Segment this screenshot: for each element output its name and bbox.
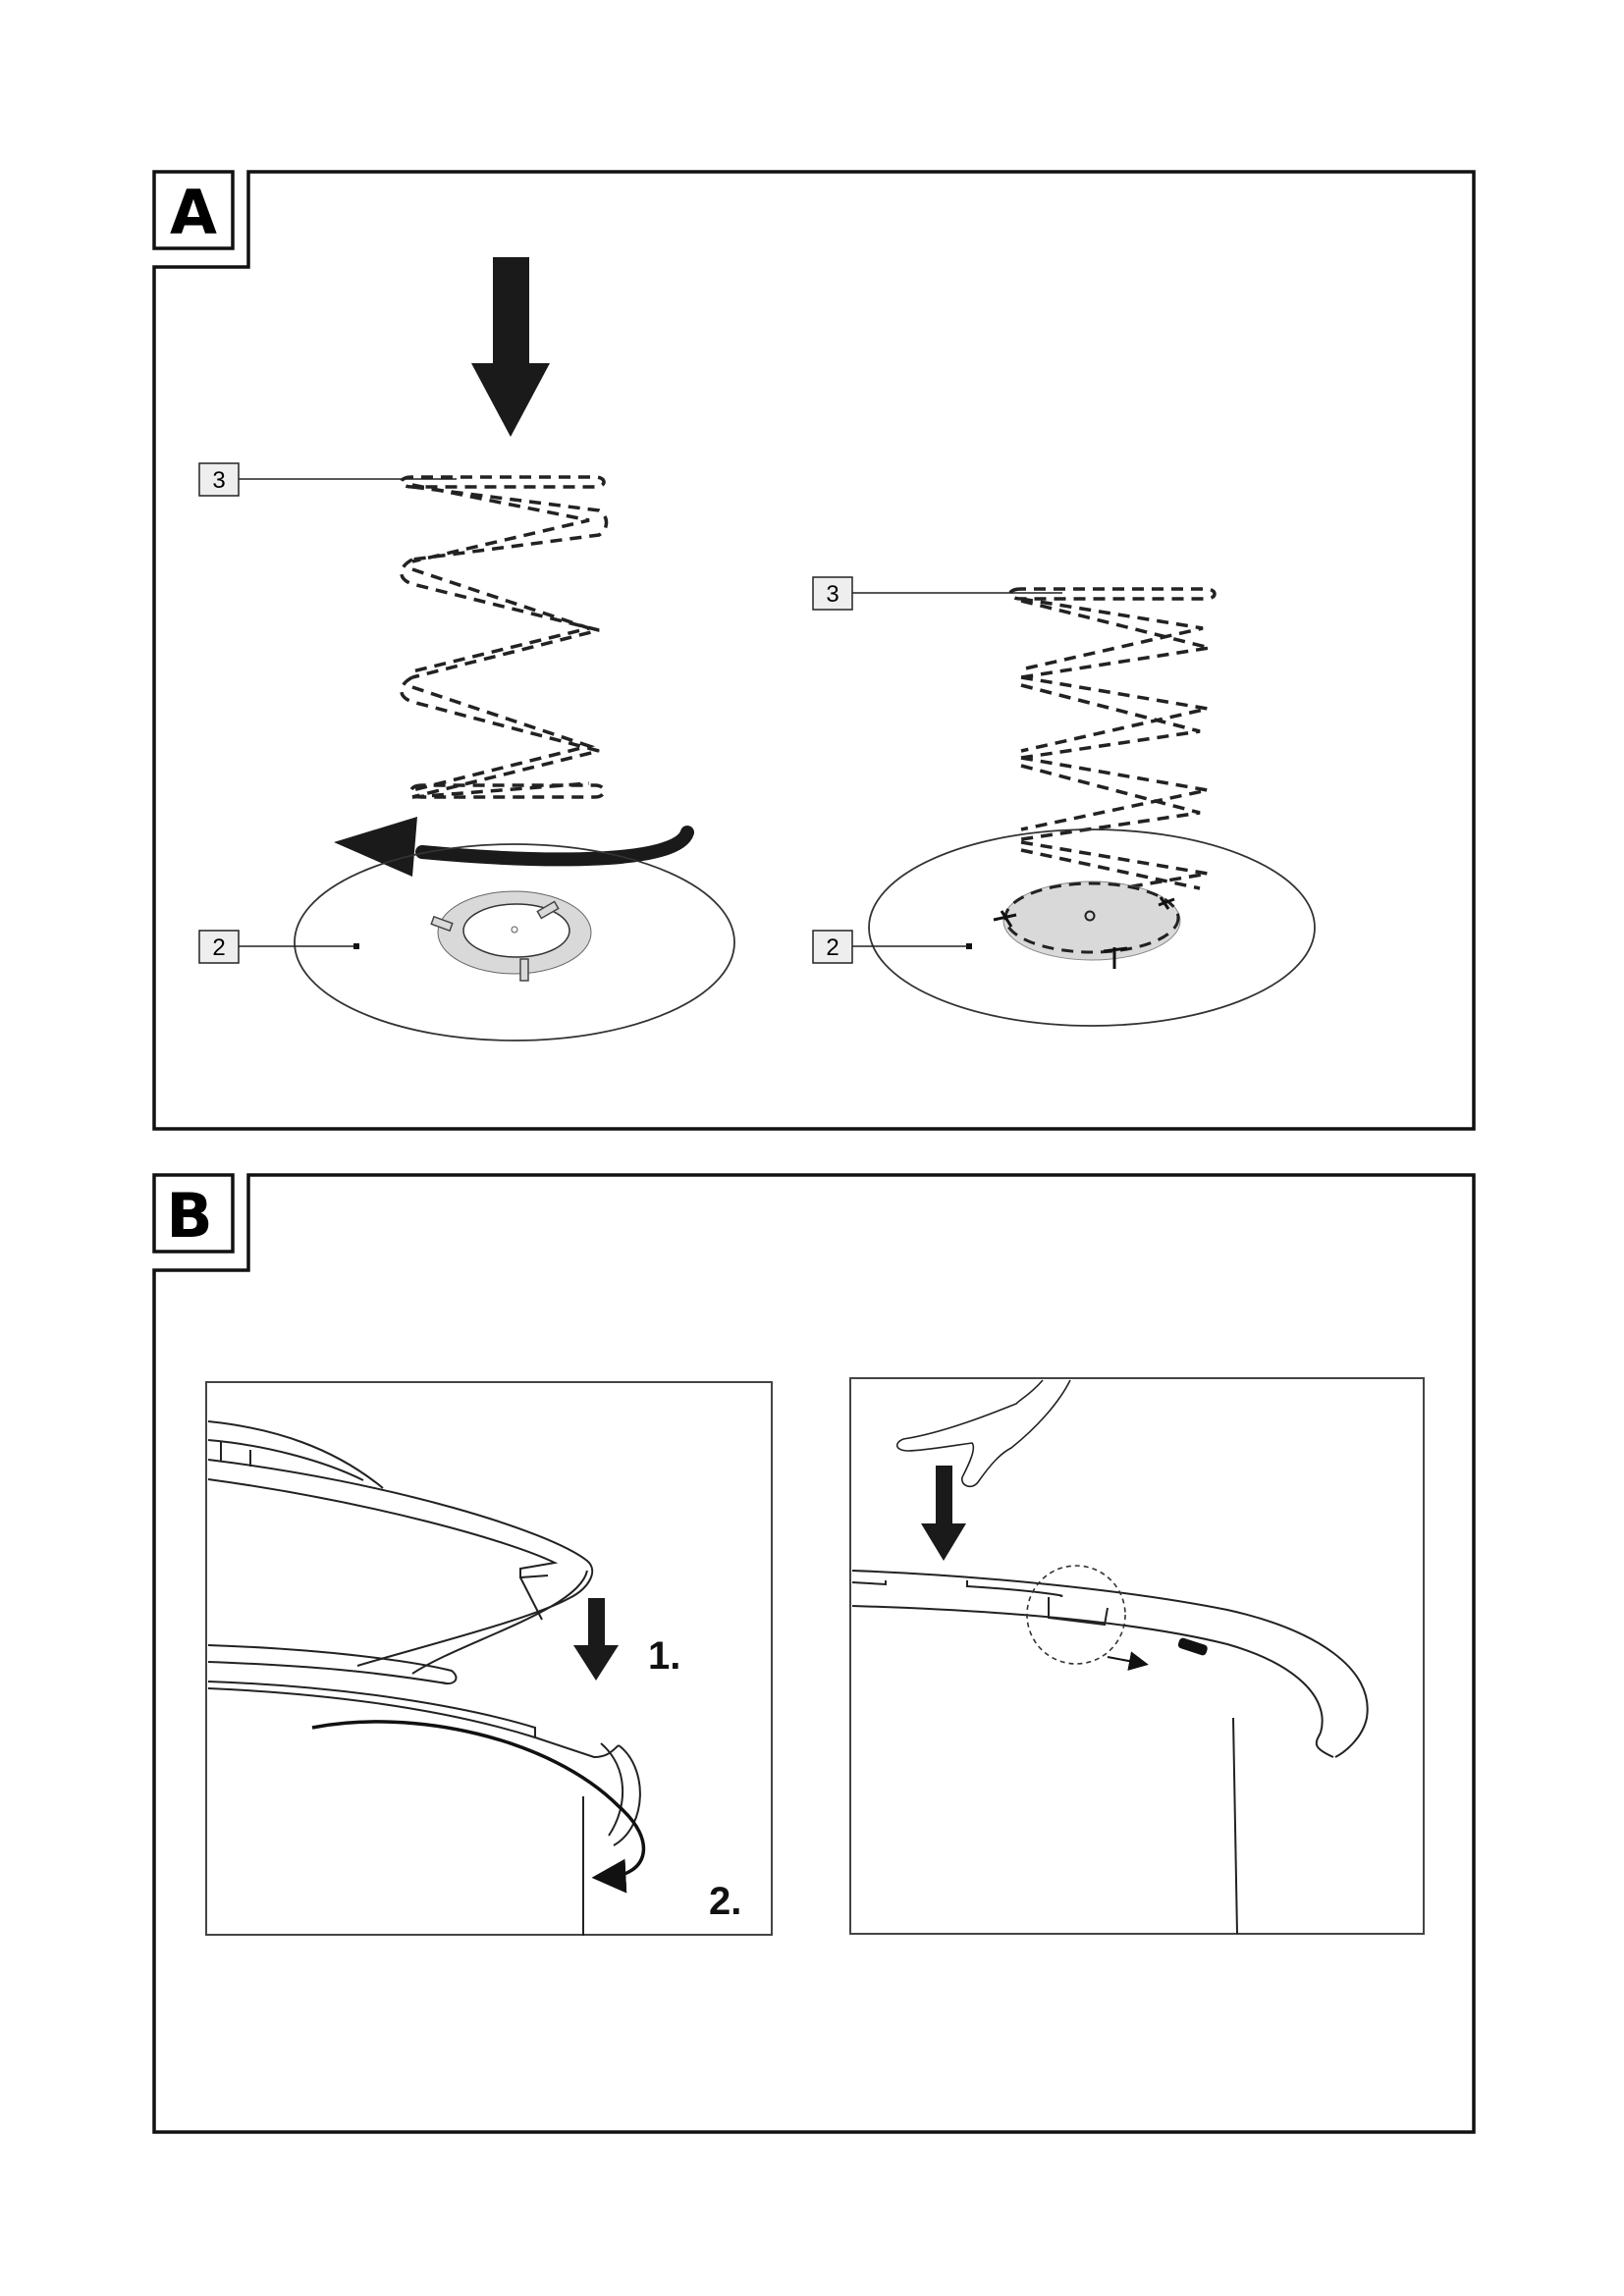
turn-arrow-icon bbox=[311, 1720, 646, 1894]
subfigure-spring-mounted: 3 2 bbox=[812, 576, 1316, 1027]
callout-number: 2 bbox=[212, 934, 225, 961]
callout-box-2 bbox=[198, 930, 240, 964]
rotate-arrow-icon bbox=[334, 817, 694, 877]
lid-outline bbox=[207, 1420, 594, 1684]
subfigure-lid-lowering: 1. 2. bbox=[205, 1381, 773, 1936]
base-plate bbox=[294, 843, 735, 1041]
callout-number: 2 bbox=[826, 934, 839, 961]
panel-a-label: A bbox=[170, 177, 217, 248]
spring bbox=[400, 475, 609, 799]
panel-b-label-box bbox=[152, 1173, 235, 1254]
panel-a: A 3 bbox=[152, 170, 1476, 1131]
panel-a-label-box bbox=[152, 170, 235, 250]
callout-box-2 bbox=[812, 930, 853, 964]
panel-b-frame bbox=[152, 1173, 1476, 2134]
panel-b: B 1. bbox=[152, 1173, 1476, 2134]
panel-b-label: B bbox=[166, 1180, 212, 1252]
subfigure-spring-before: 3 2 bbox=[198, 257, 735, 1041]
step-label-1: 1. bbox=[648, 1634, 680, 1678]
subfigure-frame bbox=[205, 1381, 773, 1936]
callout-point bbox=[966, 943, 972, 949]
rim-slot-mark bbox=[1177, 1637, 1208, 1656]
base-plate bbox=[868, 828, 1316, 1027]
callout-number: 3 bbox=[212, 467, 225, 494]
detail-highlight-circle bbox=[1026, 1565, 1126, 1665]
callout-number: 3 bbox=[826, 581, 839, 608]
center-hole bbox=[511, 926, 518, 934]
step-label-2: 2. bbox=[709, 1880, 741, 1923]
ring-tabs bbox=[430, 900, 560, 982]
slide-arrow-icon bbox=[1107, 1651, 1149, 1671]
spring bbox=[1008, 587, 1217, 897]
center-hole bbox=[1084, 910, 1096, 922]
hand-icon bbox=[895, 1379, 1071, 1488]
callout-point bbox=[353, 943, 359, 949]
down-arrow-icon bbox=[921, 1466, 966, 1561]
spring-tabs bbox=[993, 896, 1175, 969]
pot-rim bbox=[207, 1681, 641, 1936]
down-arrow-icon bbox=[573, 1598, 619, 1681]
lid-rim bbox=[851, 1570, 1369, 1935]
down-arrow-icon bbox=[471, 257, 550, 437]
callout-box-3 bbox=[198, 462, 240, 497]
subfigure-lid-pressing bbox=[849, 1377, 1425, 1935]
panel-a-frame bbox=[152, 170, 1476, 1131]
